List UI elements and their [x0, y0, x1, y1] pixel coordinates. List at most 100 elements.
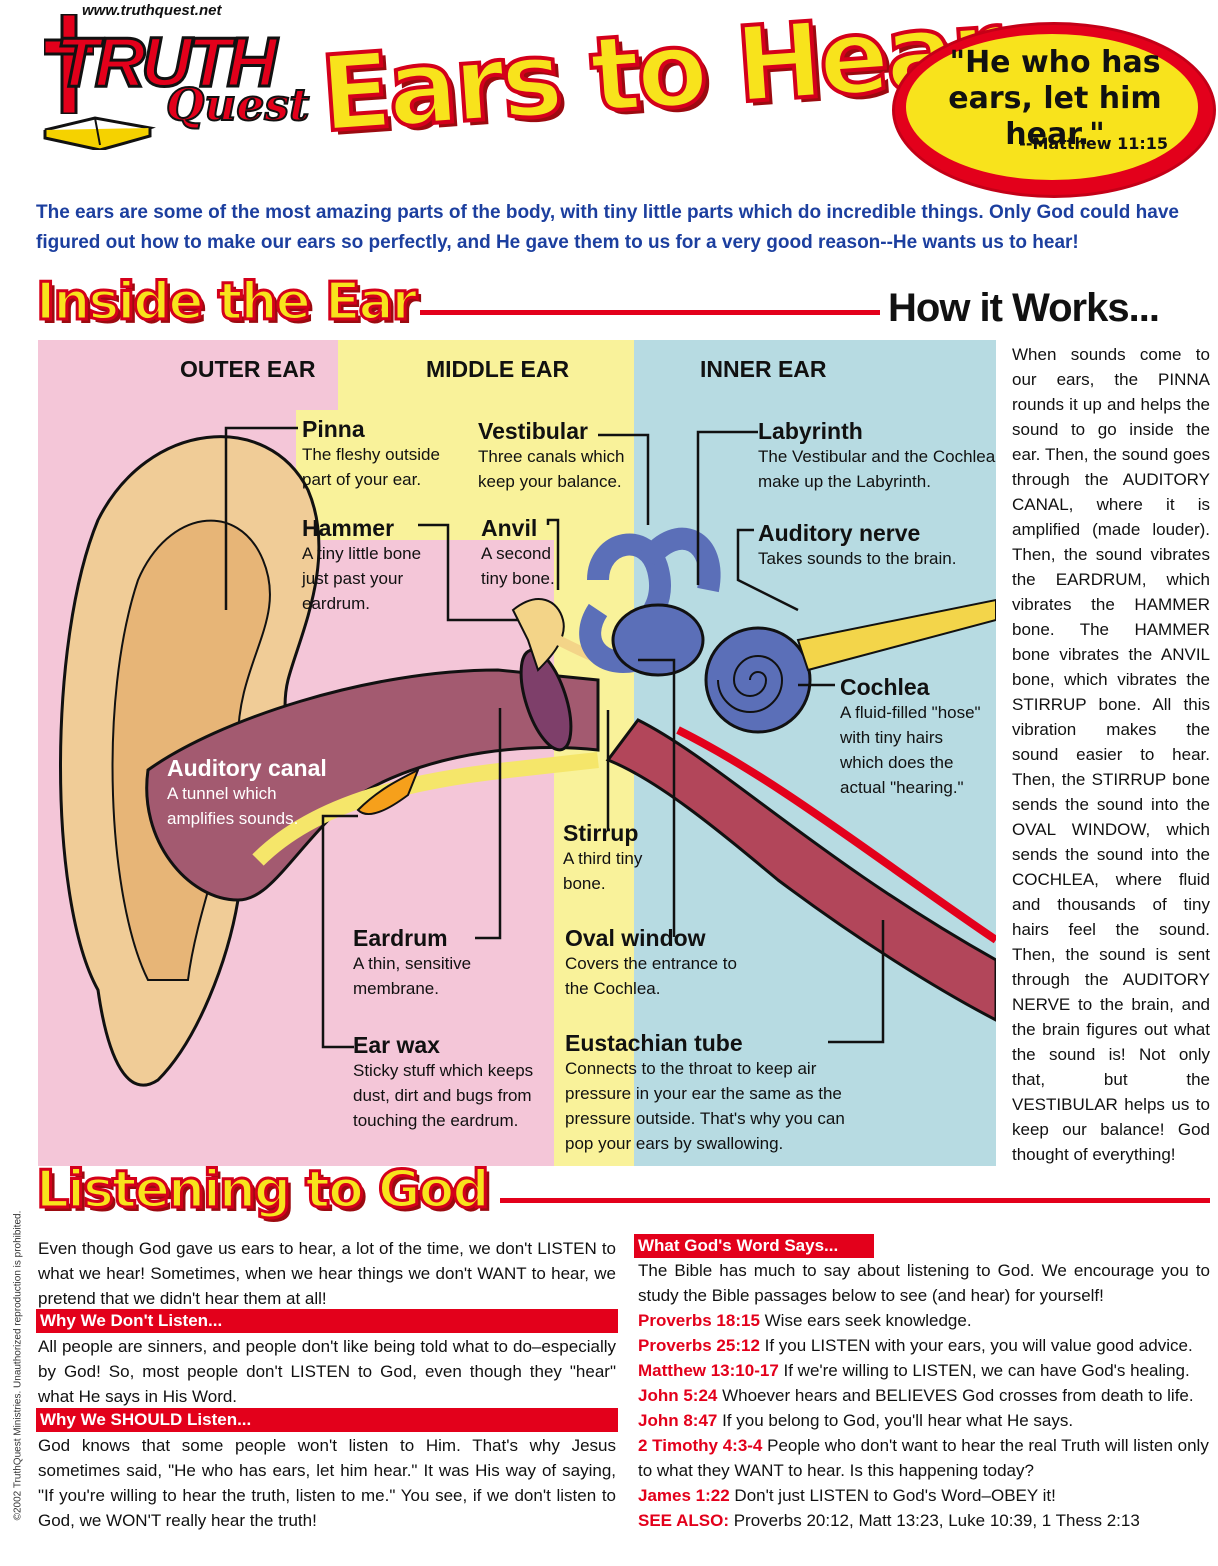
verse-ref: SEE ALSO: — [638, 1511, 729, 1530]
stirrup-name: Stirrup — [563, 820, 639, 846]
why-not-heading: Why We Don't Listen... — [36, 1309, 618, 1333]
stirrup-desc-1: A third tiny — [563, 849, 643, 868]
auditory-nerve-desc-1: Takes sounds to the brain. — [758, 549, 957, 568]
middle-ear-zone — [338, 340, 634, 410]
cochlea-desc-4: actual "hearing." — [840, 778, 964, 797]
quote-reference: --Matthew 11:15 — [1019, 134, 1168, 153]
middle-ear-zone-upper — [296, 410, 554, 540]
label-oval-window: Oval window Covers the entrance to the C… — [565, 925, 737, 1001]
stirrup-desc-2: bone. — [563, 874, 606, 893]
label-ear-wax: Ear wax Sticky stuff which keeps dust, d… — [353, 1032, 533, 1133]
list-item: Proverbs 18:15 Wise ears seek knowledge. — [638, 1308, 1212, 1333]
site-url: www.truthquest.net — [82, 2, 222, 19]
labyrinth-desc-1: The Vestibular and the Cochlea — [758, 447, 996, 466]
cochlea-desc-1: A fluid-filled "hose" — [840, 703, 981, 722]
eustachian-desc-3: pressure outside. That's why you can — [565, 1109, 845, 1128]
label-stirrup: Stirrup A third tiny bone. — [563, 820, 642, 896]
vestibular-desc-2: keep your balance. — [478, 472, 622, 491]
vestibular-desc-1: Three canals which — [478, 447, 625, 466]
word-heading: What God's Word Says... — [634, 1234, 874, 1258]
how-it-works-text: When sounds come to our ears, the PINNA … — [1012, 345, 1210, 1164]
verse-ref: John 8:47 — [638, 1411, 718, 1430]
why-not-text: All people are sinners, and people don't… — [38, 1337, 616, 1406]
label-cochlea: Cochlea A fluid-filled "hose" with tiny … — [840, 674, 981, 800]
why-should-heading: Why We SHOULD Listen... — [36, 1408, 618, 1432]
middle-ear-label: MIDDLE EAR — [426, 356, 570, 382]
verse-text: If we're willing to LISTEN, we can have … — [778, 1361, 1190, 1380]
listening-intro: Even though God gave us ears to hear, a … — [38, 1239, 616, 1308]
auditory-nerve-name: Auditory nerve — [758, 520, 921, 546]
hammer-desc-2: just past your — [302, 569, 404, 588]
label-vestibular: Vestibular Three canals which keep your … — [478, 418, 624, 494]
list-item: James 1:22 Don't just LISTEN to God's Wo… — [638, 1483, 1212, 1508]
eustachian-desc-1: Connects to the throat to keep air — [565, 1059, 817, 1078]
anvil-desc-2: tiny bone. — [481, 569, 555, 588]
eardrum-desc-1: A thin, sensitive — [353, 954, 472, 973]
ear-illustration — [59, 426, 996, 1087]
ear-wax-desc-1: Sticky stuff which keeps — [353, 1061, 534, 1080]
pinna-desc-2: part of your ear. — [302, 470, 422, 489]
ear-wax-name: Ear wax — [353, 1032, 440, 1058]
verse-text: People who don't want to hear the real T… — [638, 1436, 1209, 1480]
verse-ref: Proverbs 25:12 — [638, 1336, 760, 1355]
cochlea-name: Cochlea — [840, 674, 930, 700]
cochlea-desc-2: with tiny hairs — [840, 728, 943, 747]
vestibular-name: Vestibular — [478, 418, 588, 444]
verse-ref: 2 Timothy 4:3-4 — [638, 1436, 763, 1455]
label-anvil: Anvil A second tiny bone. — [481, 515, 555, 591]
list-item: John 5:24 Whoever hears and BELIEVES God… — [638, 1383, 1212, 1408]
quote-text: "He who has ears, let him hear." — [948, 45, 1162, 152]
label-auditory-nerve: Auditory nerve Takes sounds to the brain… — [758, 520, 956, 571]
verse-ref: Proverbs 18:15 — [638, 1311, 760, 1330]
label-eardrum: Eardrum A thin, sensitive membrane. — [353, 925, 471, 1001]
list-item: 2 Timothy 4:3-4 People who don't want to… — [638, 1433, 1212, 1483]
labyrinth-desc-2: make up the Labyrinth. — [758, 472, 931, 491]
list-item: Matthew 13:10-17 If we're willing to LIS… — [638, 1358, 1212, 1383]
label-auditory-canal: Auditory canal A tunnel which amplifies … — [167, 755, 327, 831]
label-labyrinth: Labyrinth The Vestibular and the Cochlea… — [758, 418, 995, 494]
oval-window-desc-2: the Cochlea. — [565, 979, 661, 998]
divider — [500, 1198, 1210, 1203]
eustachian-desc-4: pop your ears by swallowing. — [565, 1134, 784, 1153]
label-eustachian-tube: Eustachian tube Connects to the throat t… — [565, 1030, 845, 1156]
list-item: SEE ALSO: Proverbs 20:12, Matt 13:23, Lu… — [638, 1508, 1212, 1533]
cochlea-desc-3: which does the — [840, 753, 954, 772]
auditory-canal-name: Auditory canal — [167, 755, 327, 781]
label-hammer: Hammer A tiny little bone just past your… — [302, 515, 421, 616]
logo-truth: TRUTH — [54, 22, 278, 103]
labyrinth-name: Labyrinth — [758, 418, 863, 444]
why-should-text: God knows that some people won't listen … — [38, 1436, 616, 1530]
auditory-canal-desc-1: A tunnel which — [167, 784, 277, 803]
verse-text: Proverbs 20:12, Matt 13:23, Luke 10:39, … — [729, 1511, 1140, 1530]
divider — [420, 310, 880, 315]
eustachian-desc-2: pressure in your ear the same as the — [565, 1084, 842, 1103]
copyright-notice: ©2002 TruthQuest Ministries. Unauthorize… — [12, 1210, 24, 1521]
eustachian-name: Eustachian tube — [565, 1030, 743, 1056]
pinna-desc-1: The fleshy outside — [302, 445, 440, 464]
logo-quest: Quest — [165, 79, 310, 132]
anvil-name: Anvil — [481, 515, 538, 541]
hammer-desc-1: A tiny little bone — [302, 544, 422, 563]
auditory-canal-desc-2: amplifies sounds. — [167, 809, 299, 828]
verse-text: If you belong to God, you'll hear what H… — [717, 1411, 1074, 1430]
verse-text: Wise ears seek knowledge. — [759, 1311, 972, 1330]
verse-ref: Matthew 13:10-17 — [638, 1361, 779, 1380]
eardrum-desc-2: membrane. — [353, 979, 439, 998]
eardrum-name: Eardrum — [353, 925, 448, 951]
oval-window-desc-1: Covers the entrance to — [565, 954, 737, 973]
verse-ref: John 5:24 — [638, 1386, 718, 1405]
ear-wax-desc-3: touching the eardrum. — [353, 1111, 519, 1130]
list-item: Proverbs 25:12 If you LISTEN with your e… — [638, 1333, 1212, 1358]
verse-text: If you LISTEN with your ears, you will v… — [759, 1336, 1193, 1355]
hammer-name: Hammer — [302, 515, 395, 541]
intro-paragraph: The ears are some of the most amazing pa… — [36, 202, 1179, 253]
label-pinna: Pinna The fleshy outside part of your ea… — [302, 416, 440, 492]
how-it-works-title: How it Works... — [888, 286, 1160, 330]
quote-oval — [906, 34, 1198, 180]
outer-ear-label: OUTER EAR — [180, 356, 316, 382]
oval-window-name: Oval window — [565, 925, 706, 951]
verse-text: Don't just LISTEN to God's Word–OBEY it! — [729, 1486, 1056, 1505]
anvil-desc-1: A second — [481, 544, 551, 563]
list-item: John 8:47 If you belong to God, you'll h… — [638, 1408, 1212, 1433]
verse-ref: James 1:22 — [638, 1486, 730, 1505]
